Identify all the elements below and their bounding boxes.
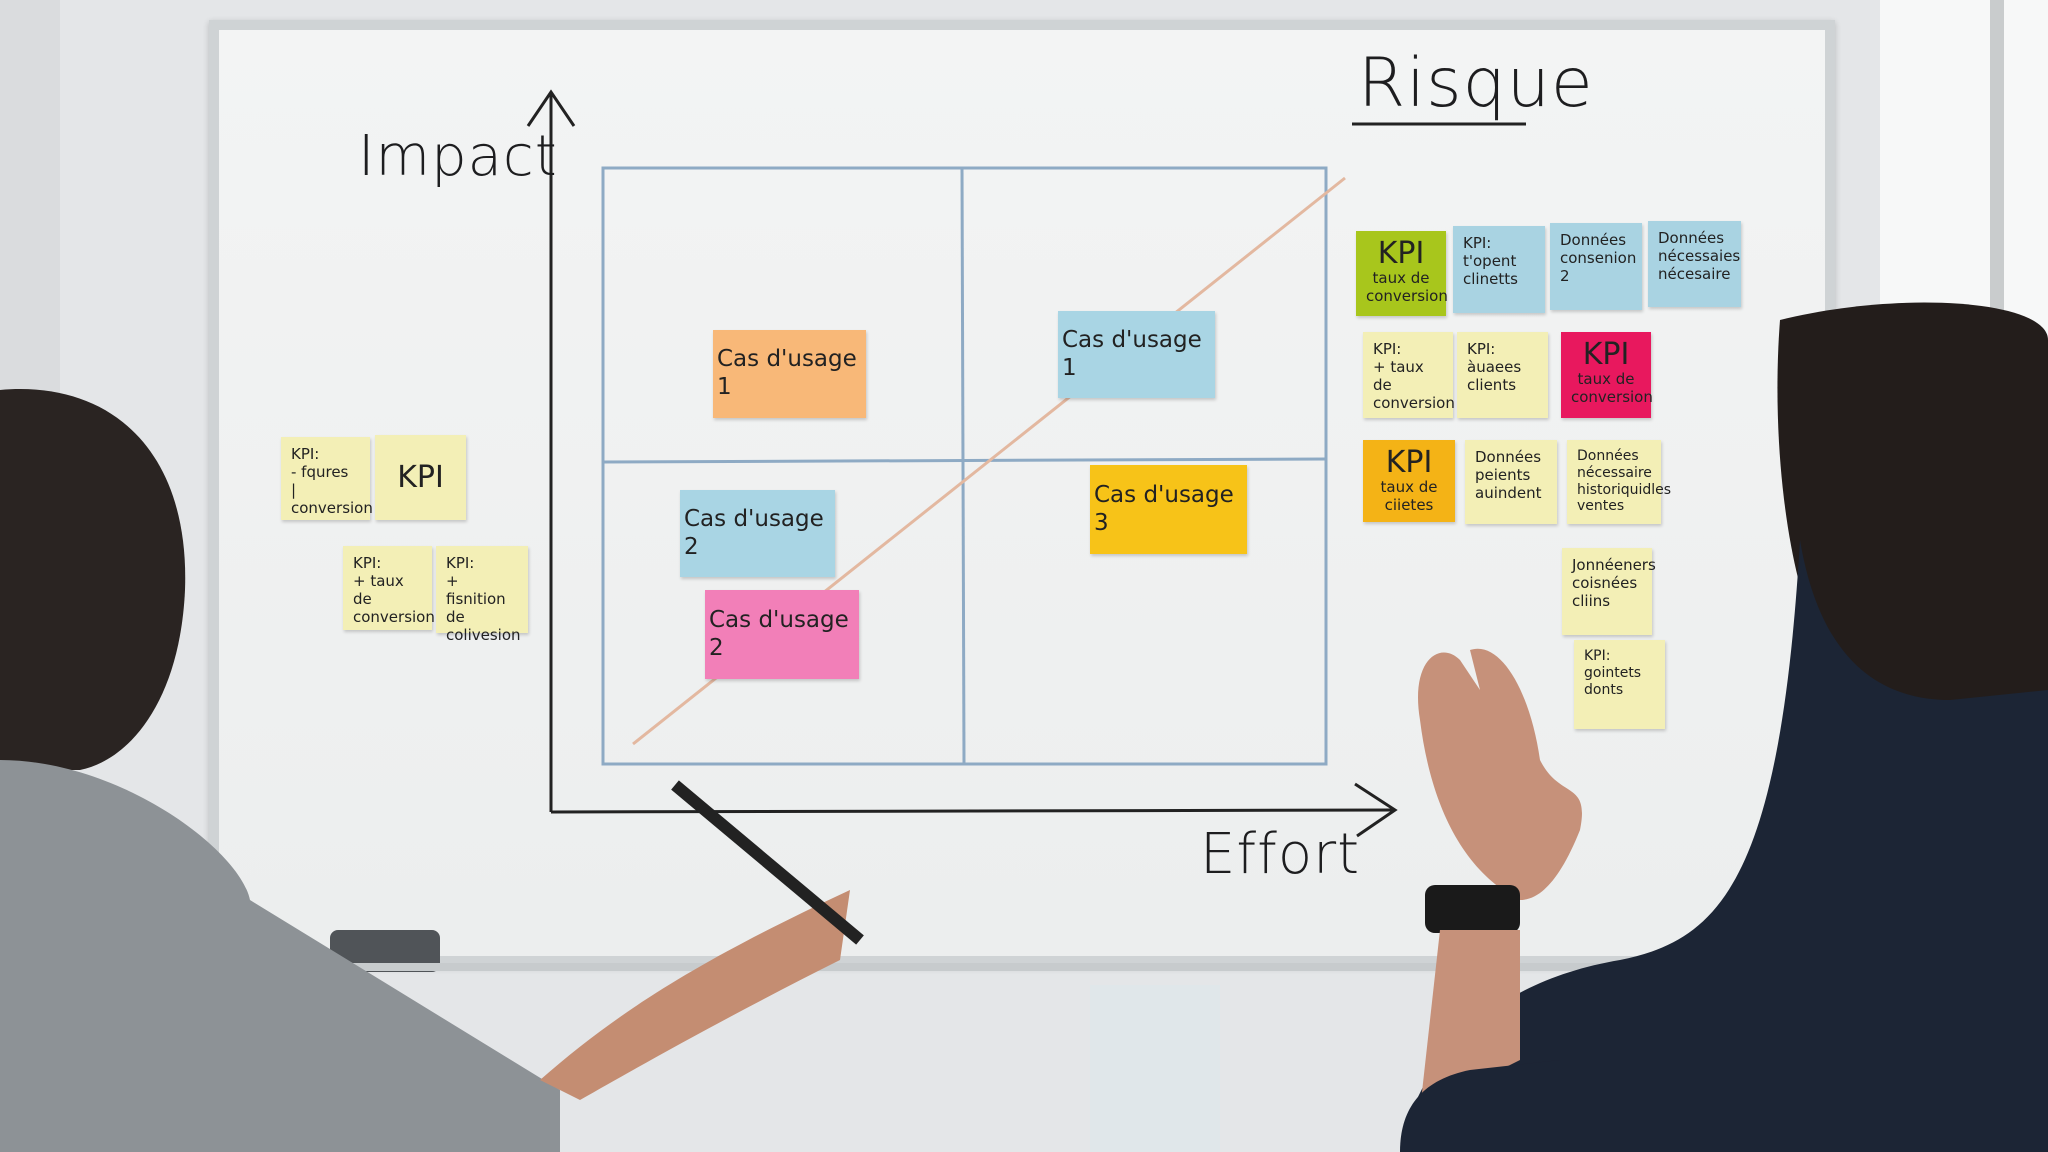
use-case-note: Cas d'usage 2 [680,490,835,577]
risk-label: Risque [1358,44,1594,123]
note-text: taux de conversion [1571,370,1653,406]
note-text: taux de conversion [1366,269,1448,305]
use-case-note: Cas d'usage 1 [1058,311,1215,398]
axis-y-label: Impact [358,124,558,189]
kpi-note: KPI: + taux de conversion [1363,332,1455,418]
kpi-title: KPI [1377,236,1425,271]
data-note: Données nécessaies nécesaire [1648,221,1741,307]
note-text: taux de ciietes [1380,478,1438,514]
kpi-note: KPI: + taux de conversion [343,546,435,630]
use-case-note: Cas d'usage 2 [705,590,859,679]
kpi-title: KPI [1582,337,1630,372]
use-case-note: Cas d'usage 1 [713,330,866,418]
data-note: Données consenion 2 [1550,223,1642,310]
kpi-note: KPI: - fqures | conversion [281,437,373,520]
data-note: Jonnéeners coisnées cliins [1562,548,1656,635]
kpi-title: KPI [1385,445,1433,480]
axis-x-label: Effort [1200,822,1361,887]
kpi-note: KPI: gointets donts [1574,640,1665,729]
kpi-note: KPI [375,435,466,520]
data-note: Données nécessaire historiquidles ventes [1567,440,1671,524]
data-note: Données peients auindent [1465,440,1557,524]
use-case-note: Cas d'usage 3 [1090,465,1247,554]
kpi-note: KPI: t'opent clinetts [1453,226,1545,313]
kpi-note: KPI: + fisnition de colivesion [436,546,528,644]
kpi-note: KPI: àuaees clients [1457,332,1548,418]
